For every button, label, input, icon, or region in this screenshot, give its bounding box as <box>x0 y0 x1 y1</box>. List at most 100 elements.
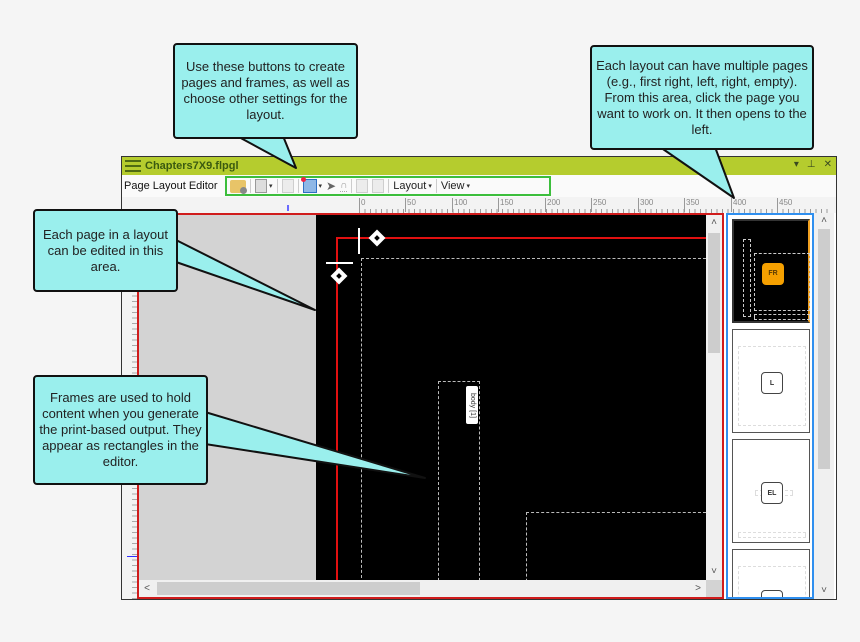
ruler-label: 200 <box>545 198 560 212</box>
guide-handle-icon[interactable] <box>330 267 348 285</box>
scroll-down-button[interactable]: ˅ <box>821 585 827 596</box>
frame-outline <box>754 314 810 320</box>
ruler-label: 250 <box>591 198 606 212</box>
menu-icon[interactable] <box>125 160 141 172</box>
ruler-label: 400 <box>731 198 746 212</box>
callout-text: Each layout can have multiple pages (e.g… <box>596 57 808 137</box>
add-frame-button[interactable]: ▾ <box>300 177 323 194</box>
move-back-button[interactable] <box>356 178 369 194</box>
pointer-icon: ➤ <box>326 179 337 193</box>
callout-text: Use these buttons to create pages and fr… <box>181 59 350 122</box>
thumbnails-scrollbar[interactable]: ˄ ˅ <box>814 213 834 599</box>
window-controls: ▾ ⊥ ✕ <box>794 159 832 170</box>
scrollbar-thumb[interactable] <box>818 229 830 469</box>
page-edit-area[interactable]: body [1] ˄ ˅ < > <box>137 213 724 599</box>
page-type-badge <box>761 590 783 597</box>
guide-tick <box>326 262 353 264</box>
move-forward-button[interactable] <box>372 178 385 194</box>
toolbar: Page Layout Editor ▾ ▾ ➤ ∩ Layout▾ View▾ <box>122 175 836 197</box>
scroll-up-button[interactable]: ˄ <box>711 217 717 228</box>
dropdown-icon[interactable]: ▾ <box>793 159 799 170</box>
page-thumbnail-empty-left[interactable]: EL <box>732 439 810 543</box>
ruler-ticks <box>359 197 829 213</box>
frame-outline <box>743 239 751 317</box>
editor-horizontal-scrollbar[interactable]: < > <box>139 580 706 597</box>
toolbar-separator <box>297 179 299 193</box>
guide-tick <box>358 228 360 254</box>
frame-outline <box>738 346 806 426</box>
callout-text: Each page in a layout can be edited in t… <box>42 226 169 274</box>
content-frame[interactable] <box>526 512 706 592</box>
pin-icon[interactable]: ⊥ <box>806 159 816 170</box>
frame-outline <box>738 566 806 597</box>
ruler-label: 300 <box>638 198 653 212</box>
toolbar-separator <box>250 179 251 193</box>
page-thumbnail-first-right[interactable]: FR <box>732 219 810 323</box>
toolbar-label: Page Layout Editor <box>124 180 218 192</box>
chevron-down-icon: ▾ <box>428 183 432 190</box>
page-type-badge: L <box>761 372 783 394</box>
editor-vertical-scrollbar[interactable]: ˄ ˅ <box>706 215 722 580</box>
snap-button[interactable]: ∩ <box>340 178 348 194</box>
toolbar-separator <box>351 179 353 193</box>
window-titlebar: Chapters7X9.flpgl ▾ ⊥ ✕ <box>122 157 836 175</box>
margin-guide-vertical[interactable] <box>336 237 338 582</box>
layout-menu-button[interactable]: Layout▾ <box>393 178 432 194</box>
page-type-badge: FR <box>762 263 784 285</box>
frame-outline <box>738 532 806 538</box>
chevron-down-icon: ▾ <box>318 183 323 190</box>
margin-guide-horizontal[interactable] <box>336 237 706 239</box>
toolbar-separator <box>435 179 437 193</box>
ruler-position-marker <box>287 205 289 211</box>
select-button[interactable]: ➤ <box>326 178 336 194</box>
scroll-down-button[interactable]: ˅ <box>711 566 717 577</box>
scroll-left-button[interactable]: < <box>144 583 150 594</box>
folder-icon <box>230 179 247 194</box>
frame-icon <box>300 177 317 193</box>
layout-page-canvas[interactable]: body [1] <box>316 215 706 592</box>
page-thumbnail-right[interactable] <box>732 549 810 597</box>
ruler-label: 450 <box>777 198 792 212</box>
scroll-up-button[interactable]: ˄ <box>821 215 827 226</box>
frame-label: body [1] <box>466 386 478 424</box>
ruler-label: 100 <box>452 198 467 212</box>
page-thumbnail-left[interactable]: L <box>732 329 810 433</box>
callout-edit-area: Each page in a layout can be edited in t… <box>33 209 178 292</box>
callout-toolbar: Use these buttons to create pages and fr… <box>173 43 358 139</box>
scrollbar-thumb[interactable] <box>708 233 720 353</box>
page-properties-button[interactable] <box>281 178 294 194</box>
page-layout-editor-window: Chapters7X9.flpgl ▾ ⊥ ✕ Page Layout Edit… <box>121 156 837 600</box>
window-title: Chapters7X9.flpgl <box>145 160 239 172</box>
page-icon <box>356 179 369 193</box>
callout-pages-panel: Each layout can have multiple pages (e.g… <box>590 45 814 150</box>
callout-text: Frames are used to hold content when you… <box>39 390 202 469</box>
ruler-label: 50 <box>405 198 416 212</box>
view-menu-button[interactable]: View▾ <box>441 178 470 194</box>
page-type-badge: EL <box>761 482 783 504</box>
close-icon[interactable]: ✕ <box>823 159 832 170</box>
open-folder-button[interactable] <box>230 178 247 194</box>
toolbar-separator <box>276 179 278 193</box>
scrollbar-thumb[interactable] <box>157 582 420 595</box>
horizontal-ruler: 0 50 100 150 200 250 300 350 400 450 <box>122 197 836 213</box>
page-icon <box>255 179 267 193</box>
body-frame[interactable]: body [1] <box>438 381 480 591</box>
magnet-icon: ∩ <box>340 180 348 192</box>
toolbar-button-group: ▾ ▾ ➤ ∩ Layout▾ View▾ <box>225 176 551 196</box>
scroll-right-button[interactable]: > <box>695 583 701 594</box>
page-thumbnails-panel: FR L EL <box>726 213 814 599</box>
page-icon <box>372 179 385 193</box>
add-page-button[interactable]: ▾ <box>255 178 273 194</box>
callout-frames: Frames are used to hold content when you… <box>33 375 208 485</box>
frame-outline <box>754 253 810 311</box>
chevron-down-icon: ▾ <box>466 183 470 190</box>
page-icon <box>281 179 294 193</box>
guide-handle-icon[interactable] <box>368 229 386 247</box>
layout-menu-label: Layout <box>393 180 427 192</box>
ruler-label: 350 <box>684 198 699 212</box>
view-menu-label: View <box>440 180 465 192</box>
ruler-position-marker <box>127 556 137 557</box>
ruler-label: 0 <box>359 198 365 212</box>
chevron-down-icon: ▾ <box>269 183 273 190</box>
